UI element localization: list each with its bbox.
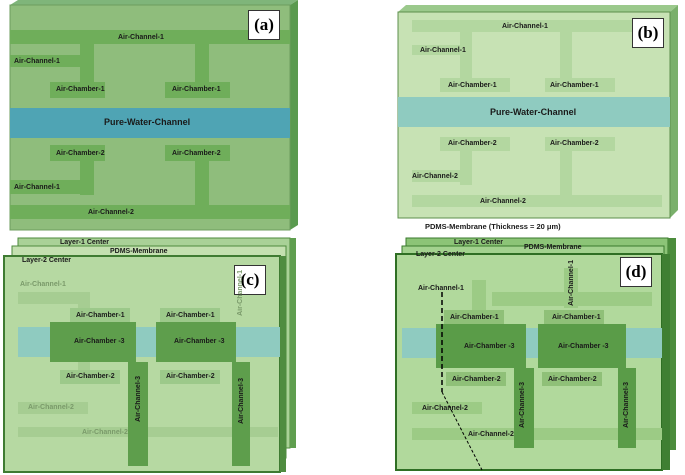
- panel-d-air-channel-2-bottom: Air-Channel-2: [468, 431, 514, 438]
- panel-d-air-channel-1-vert: Air-Channel-1: [568, 260, 575, 306]
- panel-c-membrane-label: PDMS-Membrane: [110, 248, 168, 255]
- panel-a-drawing: [9, 0, 298, 231]
- panel-b-air-chamber-2-right: Air-Chamber-2: [550, 140, 599, 147]
- panel-b-drawing: [397, 5, 678, 219]
- panel-a-air-channel-1-left: Air-Channel-1: [14, 58, 60, 65]
- panel-a-air-chamber-1-right: Air-Chamber-1: [172, 86, 221, 93]
- panel-a: (a) Air-Channel-1 Air-Channel-1 Air-Cham…: [0, 0, 300, 240]
- panel-b: (b) Air-Channel-1 Air-Channel-1 Air-Cham…: [390, 0, 685, 235]
- panel-c-air-chamber-1-right: Air-Chamber-1: [166, 312, 215, 319]
- panel-a-air-channel-1-top: Air-Channel-1: [118, 34, 164, 41]
- panel-d-layer1-label: Layer-1 Center: [454, 239, 504, 246]
- panel-b-air-channel-1-top: Air-Channel-1: [502, 23, 548, 30]
- panel-d-layer2-label: Layer-2 Center: [416, 251, 466, 258]
- panel-d-air-chamber-2-left: Air-Chamber-2: [452, 376, 501, 383]
- panel-c: (c) Layer-1 Center PDMS-Membrane Layer-2…: [0, 232, 300, 475]
- panel-d: (d) Layer-1 Center PDMS-Membrane Layer-2…: [392, 232, 685, 475]
- panel-b-air-channel-2-bottom: Air-Channel-2: [480, 198, 526, 205]
- panel-b-tag: (b): [632, 18, 664, 48]
- panel-c-air-channel-3-right: Air-Channel-3: [238, 378, 245, 424]
- panel-c-air-chamber-3-right: Air-Chamber -3: [174, 338, 225, 345]
- panel-d-air-chamber-3-left: Air-Chamber -3: [464, 343, 515, 350]
- panel-c-air-chamber-2-right: Air-Chamber-2: [166, 373, 215, 380]
- panel-d-tag: (d): [620, 257, 652, 287]
- panel-d-air-chamber-1-right: Air-Chamber-1: [552, 314, 601, 321]
- panel-c-air-chamber-3-left: Air-Chamber -3: [74, 338, 125, 345]
- panel-d-air-chamber-2-right: Air-Chamber-2: [548, 376, 597, 383]
- panel-d-air-chamber-1-left: Air-Chamber-1: [450, 314, 499, 321]
- panel-c-air-channel-2-bottom: Air-Channel-2: [82, 429, 128, 436]
- panel-b-air-chamber-1-right: Air-Chamber-1: [550, 82, 599, 89]
- panel-a-tag: (a): [248, 10, 280, 40]
- panel-c-air-channel-1-faint: Air-Channel-1: [237, 270, 244, 316]
- panel-c-air-chamber-2-left: Air-Chamber-2: [66, 373, 115, 380]
- panel-b-air-chamber-1-left: Air-Chamber-1: [448, 82, 497, 89]
- panel-a-air-chamber-2-right: Air-Chamber-2: [172, 150, 221, 157]
- panel-c-air-chamber-1-left: Air-Chamber-1: [76, 312, 125, 319]
- panel-a-air-chamber-1-left: Air-Chamber-1: [56, 86, 105, 93]
- panel-c-layer2-label: Layer-2 Center: [22, 257, 72, 264]
- panel-d-air-channel-3-left: Air-Channel-3: [519, 382, 526, 428]
- panel-d-air-channel-3-right: Air-Channel-3: [623, 382, 630, 428]
- panel-c-air-channel-2: Air-Channel-2: [28, 404, 74, 411]
- panel-b-pure-water-channel: Pure-Water-Channel: [490, 107, 577, 117]
- panel-c-tag: (c): [234, 265, 266, 295]
- panel-c-layer1-label: Layer-1 Center: [60, 239, 110, 246]
- panel-a-pure-water-channel: Pure-Water-Channel: [104, 117, 191, 127]
- panel-a-air-chamber-2-left: Air-Chamber-2: [56, 150, 105, 157]
- panel-d-air-chamber-3-right: Air-Chamber -3: [558, 343, 609, 350]
- panel-a-air-channel-1-bottom: Air-Channel-1: [14, 184, 60, 191]
- panel-b-air-channel-2-left: Air-Channel-2: [412, 173, 458, 180]
- panel-b-air-chamber-2-left: Air-Chamber-2: [448, 140, 497, 147]
- panel-b-air-channel-1-left: Air-Channel-1: [420, 47, 466, 54]
- panel-d-membrane-label: PDMS-Membrane: [524, 244, 582, 251]
- panel-c-air-channel-3-left: Air-Channel-3: [135, 376, 142, 422]
- panel-a-air-channel-2: Air-Channel-2: [88, 209, 134, 216]
- panel-c-air-channel-1: Air-Channel-1: [20, 281, 66, 288]
- panel-b-membrane-label: PDMS-Membrane (Thickness = 20 μm): [425, 222, 561, 231]
- panel-d-air-channel-2-left: Air-Channel-2: [422, 405, 468, 412]
- panel-d-air-channel-1: Air-Channel-1: [418, 285, 464, 292]
